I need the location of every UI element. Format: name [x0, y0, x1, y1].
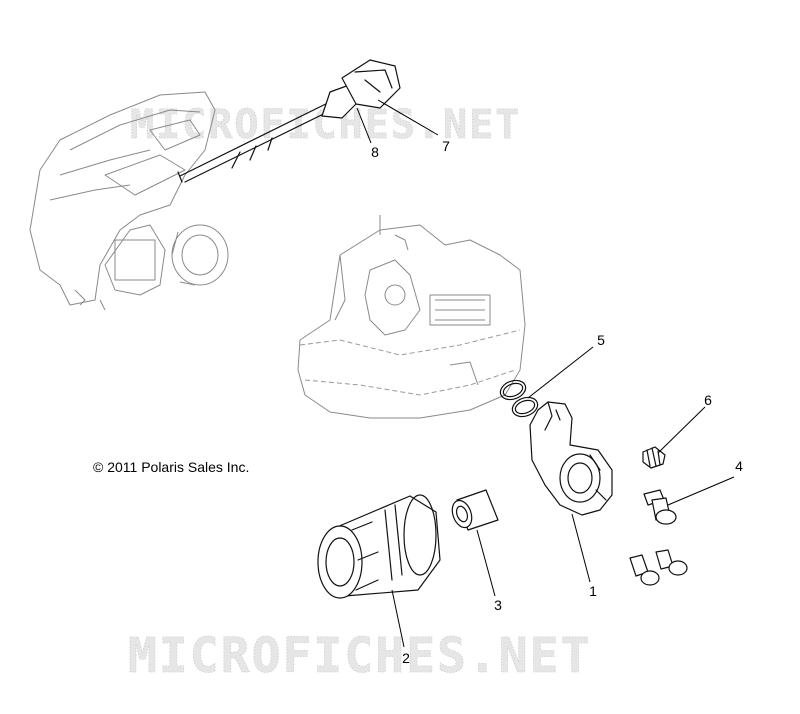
callout-7: 7	[442, 138, 450, 154]
plug	[642, 446, 666, 469]
watermark-bottom: MICROFICHES.NET	[128, 628, 591, 684]
o-rings	[499, 379, 539, 418]
engine-case-left-ghost	[29, 91, 229, 311]
callout-5: 5	[597, 332, 605, 348]
leader-lines	[356, 99, 735, 648]
oil-filter-adapter	[529, 401, 613, 516]
callout-1: 1	[589, 583, 597, 599]
copyright-notice: © 2011 Polaris Sales Inc.	[93, 459, 249, 475]
oil-filter	[317, 494, 441, 599]
callout-3: 3	[494, 597, 502, 613]
callout-4: 4	[735, 458, 743, 474]
dipstick-assembly	[177, 59, 401, 183]
sleeve	[451, 489, 499, 531]
callout-8: 8	[371, 144, 379, 160]
engine-case-center-ghost	[297, 215, 526, 419]
callout-6: 6	[704, 392, 712, 408]
callout-2: 2	[402, 650, 410, 666]
bolts	[629, 489, 688, 586]
